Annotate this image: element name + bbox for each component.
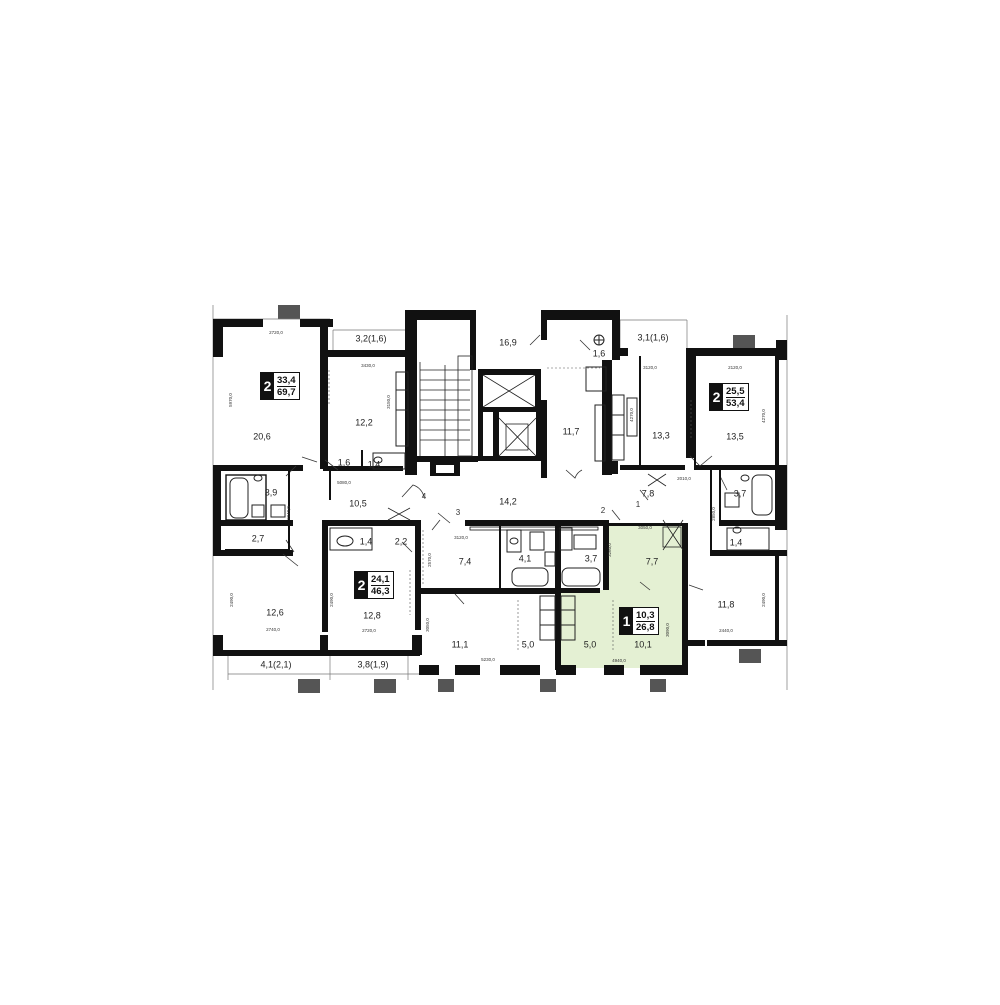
room-area-label: 7,7 [645, 556, 659, 567]
living-area: 10,3 [636, 609, 655, 621]
dimension-label: 5080,0 [337, 479, 351, 485]
total-area: 46,3 [371, 584, 390, 597]
living-area: 33,4 [277, 374, 296, 386]
facade-blocks [278, 305, 761, 693]
dimension-label: 3050,0 [424, 618, 430, 632]
room-area-label: 16,9 [499, 337, 517, 348]
core-elements [387, 355, 684, 551]
area-values: 10,3 26,8 [633, 608, 658, 634]
room-count: 2 [261, 373, 274, 399]
room-area-label: 7,8 [641, 488, 655, 499]
room-area-label: 1,6 [337, 457, 351, 468]
dashed-lines [328, 367, 692, 650]
apartment-badge[interactable]: 2 33,4 69,7 [260, 372, 300, 400]
living-area: 24,1 [371, 573, 390, 585]
dimension-label: 2010,0 [677, 475, 691, 481]
area-values: 33,4 69,7 [274, 373, 299, 399]
dimension-label: 2720,0 [362, 627, 376, 633]
area-values: 25,5 53,4 [723, 384, 748, 410]
apartment-badge-highlighted[interactable]: 1 10,3 26,8 [619, 607, 659, 635]
dimension-label: 3120,0 [643, 364, 657, 370]
total-area: 53,4 [726, 396, 745, 409]
entrance-number: 2 [600, 506, 606, 515]
dimension-label: 2570,0 [426, 553, 432, 567]
room-area-label: 12,6 [266, 607, 284, 618]
room-area-label: 3,9 [264, 487, 278, 498]
room-area-label: 1,4 [367, 459, 381, 470]
room-area-label: 2,2 [394, 536, 408, 547]
room-area-label: 13,3 [652, 430, 670, 441]
room-area-label: 20,6 [253, 431, 271, 442]
area-values: 24,1 46,3 [368, 572, 393, 598]
sanitary-fixtures [229, 334, 773, 641]
dimension-label: 3090,0 [664, 623, 670, 637]
room-area-label: 3,8(1,9) [357, 659, 389, 670]
entrance-number: 4 [421, 492, 427, 501]
dimension-label: 2490,0 [328, 593, 334, 607]
dimension-label: 5970,0 [227, 393, 233, 407]
dimension-label: 2240,0 [285, 506, 291, 520]
dimension-label: 2720,0 [269, 329, 283, 335]
room-area-label: 10,1 [634, 639, 652, 650]
dimension-label: 5230,0 [481, 656, 495, 662]
walls [213, 310, 787, 675]
room-area-label: 11,8 [717, 599, 735, 610]
room-area-label: 5,0 [521, 639, 535, 650]
room-area-label: 11,7 [562, 426, 580, 437]
room-area-label: 3,7 [584, 553, 598, 564]
total-area: 26,8 [636, 620, 655, 633]
room-area-label: 4,1 [518, 553, 532, 564]
room-area-label: 12,8 [363, 610, 381, 621]
dimension-label: 3430,0 [361, 362, 375, 368]
room-area-label: 4,1(2,1) [260, 659, 292, 670]
dimension-label: 4940,0 [612, 657, 626, 663]
dimension-label: 2490,0 [760, 593, 766, 607]
dimension-label: 3260,0 [606, 543, 612, 557]
room-area-label: 3,2(1,6) [355, 333, 387, 344]
room-area-label: 3,1(1,6) [637, 332, 669, 343]
dimension-label: 3120,0 [454, 534, 468, 540]
dimension-label: 3150,0 [385, 395, 391, 409]
room-count: 2 [355, 572, 368, 598]
entrance-number: 1 [635, 500, 641, 509]
dimension-label: 4270,0 [760, 409, 766, 423]
room-area-label: 11,1 [451, 639, 469, 650]
door-swings [282, 334, 728, 605]
dimension-label: 2120,0 [728, 364, 742, 370]
apartment-badge[interactable]: 2 25,5 53,4 [709, 383, 749, 411]
entrance-number: 3 [455, 508, 461, 517]
room-area-label: 13,5 [726, 431, 744, 442]
total-area: 69,7 [277, 385, 296, 398]
room-count: 1 [620, 608, 633, 634]
room-area-label: 7,4 [458, 556, 472, 567]
room-area-label: 3,7 [733, 488, 747, 499]
corridor-bars [465, 520, 603, 531]
dimension-label: 2490,0 [228, 593, 234, 607]
partitions [225, 356, 721, 590]
dimension-label: 2740,0 [266, 626, 280, 632]
dimension-label: 2440,0 [719, 627, 733, 633]
room-area-label: 5,0 [583, 639, 597, 650]
living-area: 25,5 [726, 385, 745, 397]
room-area-label: 1,4 [359, 536, 373, 547]
room-area-label: 14,2 [499, 496, 517, 507]
room-area-label: 10,5 [349, 498, 367, 509]
highlighted-apartment-fill [557, 523, 685, 668]
room-area-label: 12,2 [355, 417, 373, 428]
room-area-label: 2,7 [251, 533, 265, 544]
room-area-label: 1,6 [592, 348, 606, 359]
room-count: 2 [710, 384, 723, 410]
dimension-label: 3050,0 [638, 524, 652, 530]
dimension-label: 4270,0 [628, 408, 634, 422]
apartment-badge[interactable]: 2 24,1 46,3 [354, 571, 394, 599]
room-area-label: 1,4 [729, 537, 743, 548]
dimension-label: 2850,0 [710, 507, 716, 521]
